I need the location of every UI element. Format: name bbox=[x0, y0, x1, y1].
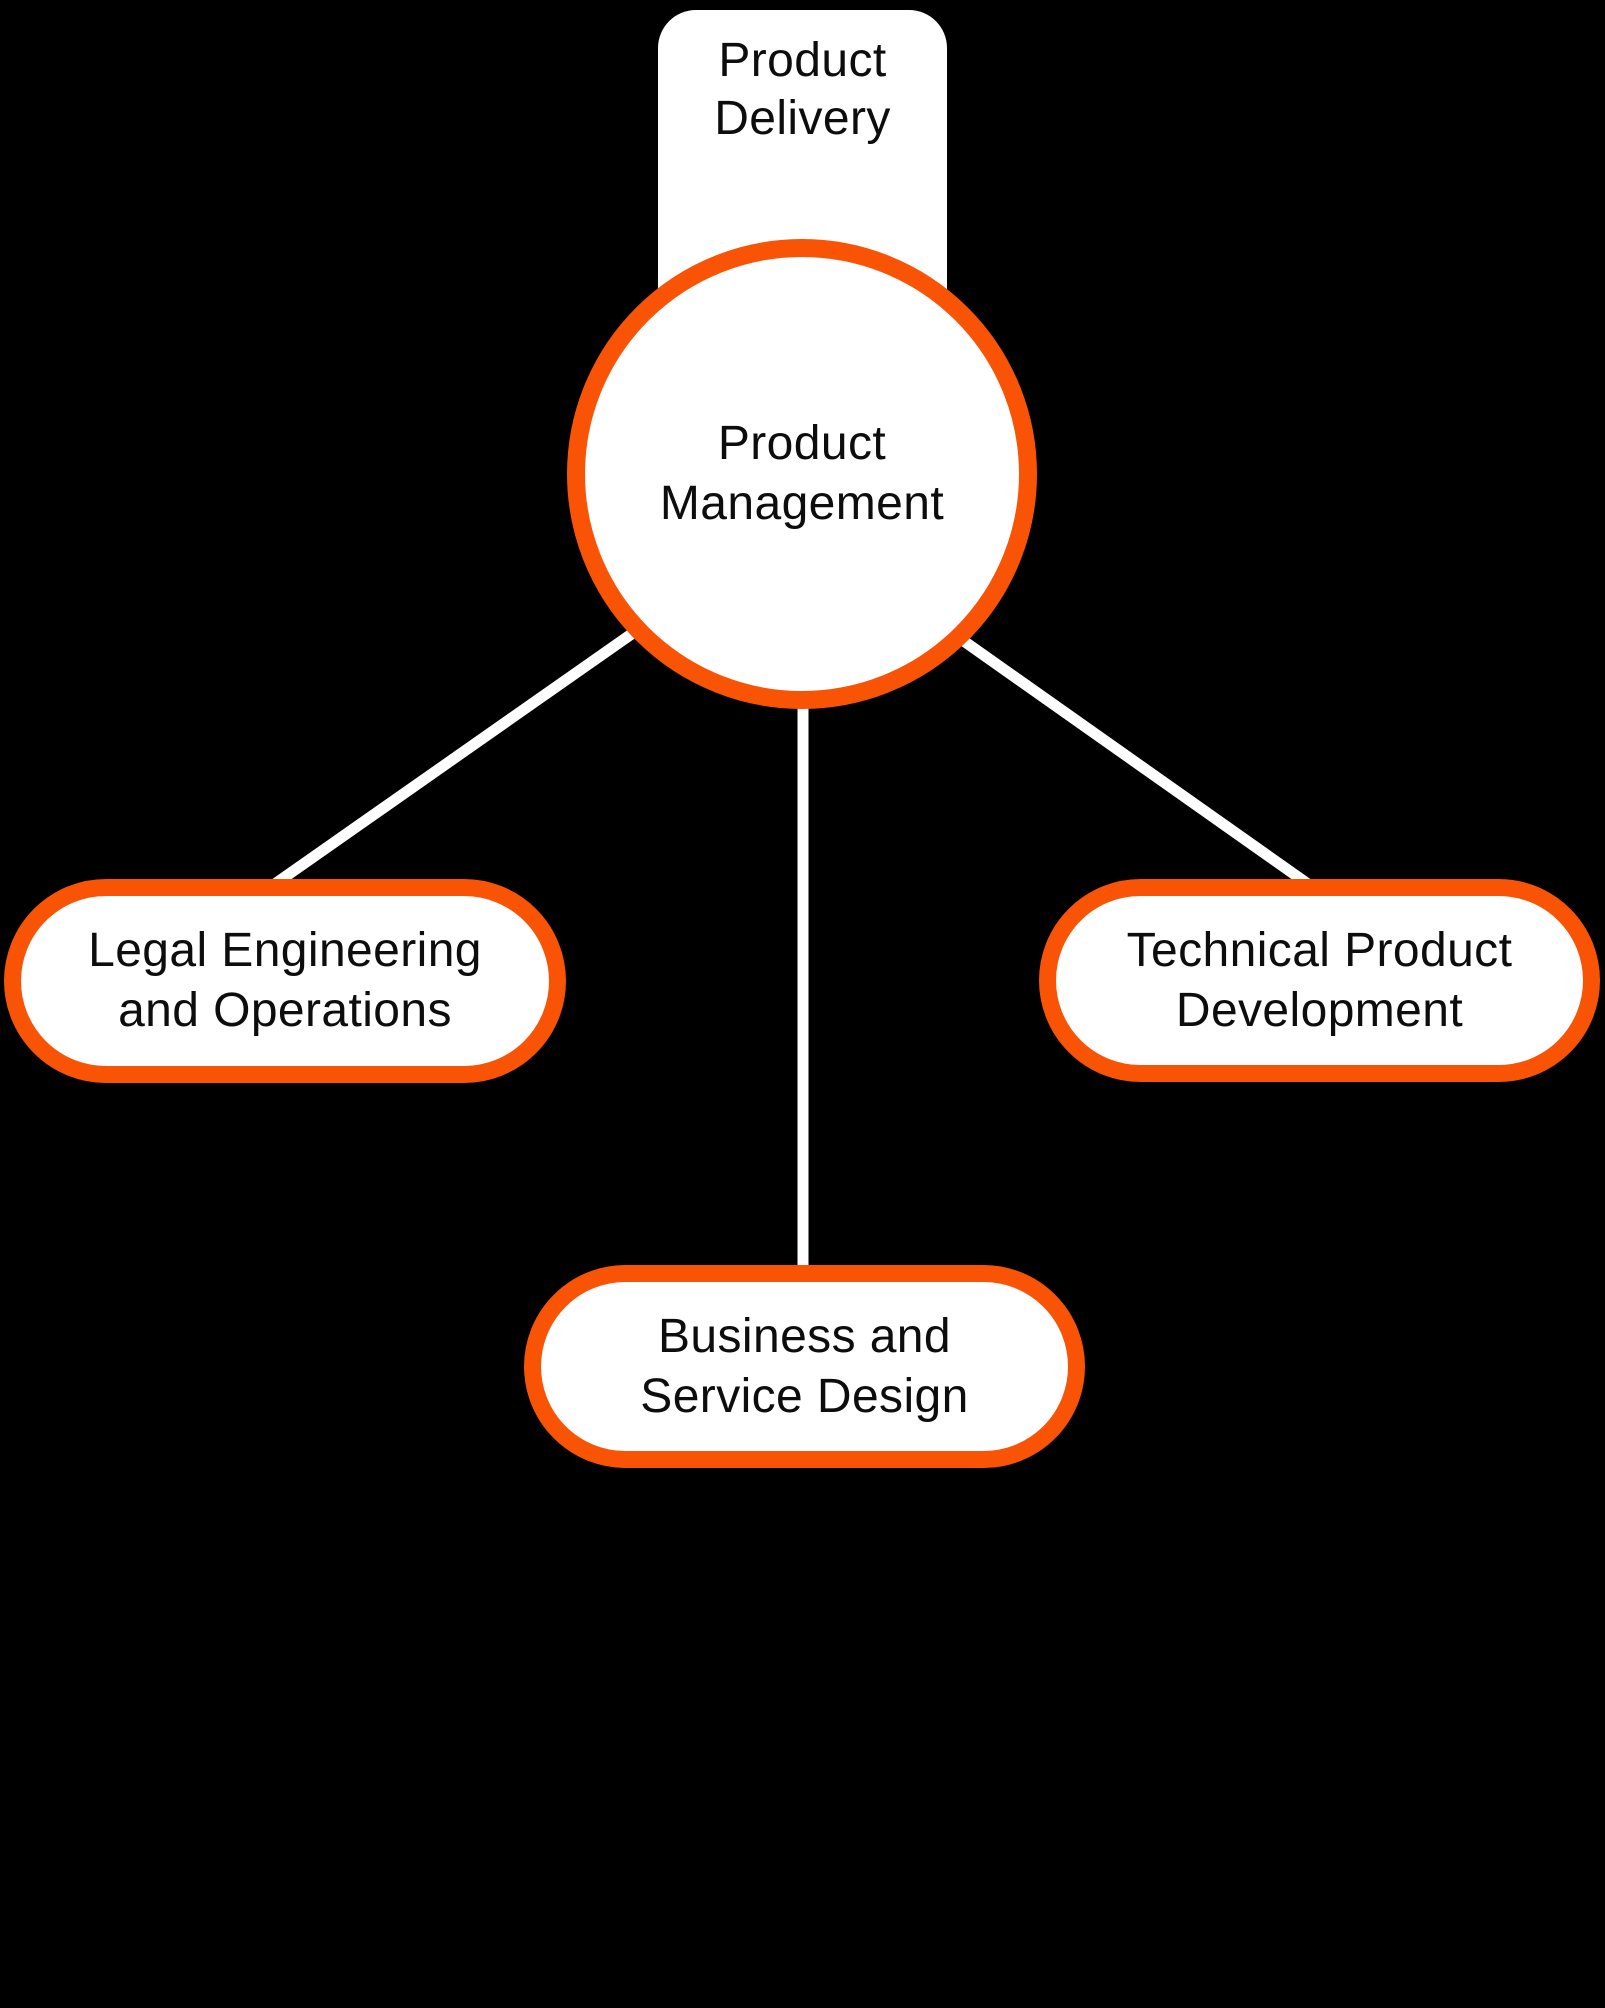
label-line-1: Technical Product bbox=[1126, 923, 1513, 977]
label-line-1: Product bbox=[717, 417, 887, 470]
node-business-and-service-design-label: Business and Service Design bbox=[640, 1307, 968, 1427]
label-line-1: Business and bbox=[658, 1309, 951, 1363]
connector-center-to-right bbox=[896, 591, 1312, 889]
node-technical-product-development-label: Technical Product Development bbox=[1127, 921, 1513, 1041]
label-line-2: Development bbox=[1175, 983, 1464, 1037]
node-product-delivery-label: Product Delivery bbox=[714, 32, 891, 460]
node-business-and-service-design: Business and Service Design bbox=[524, 1265, 1085, 1468]
label-line-2: Management bbox=[659, 477, 945, 530]
node-technical-product-development: Technical Product Development bbox=[1039, 879, 1600, 1082]
node-product-management-label: Product Management bbox=[660, 414, 944, 534]
label-line-2: Delivery bbox=[714, 92, 891, 145]
node-legal-engineering-and-operations-label: Legal Engineering and Operations bbox=[88, 921, 482, 1041]
label-line-1: Legal Engineering bbox=[88, 924, 482, 977]
node-product-management: Product Management bbox=[567, 239, 1037, 709]
connector-center-to-left bbox=[268, 581, 704, 891]
label-line-1: Product bbox=[718, 34, 887, 87]
label-line-2: and Operations bbox=[118, 984, 452, 1037]
label-line-2: Service Design bbox=[640, 1369, 969, 1423]
node-legal-engineering-and-operations: Legal Engineering and Operations bbox=[4, 879, 566, 1083]
